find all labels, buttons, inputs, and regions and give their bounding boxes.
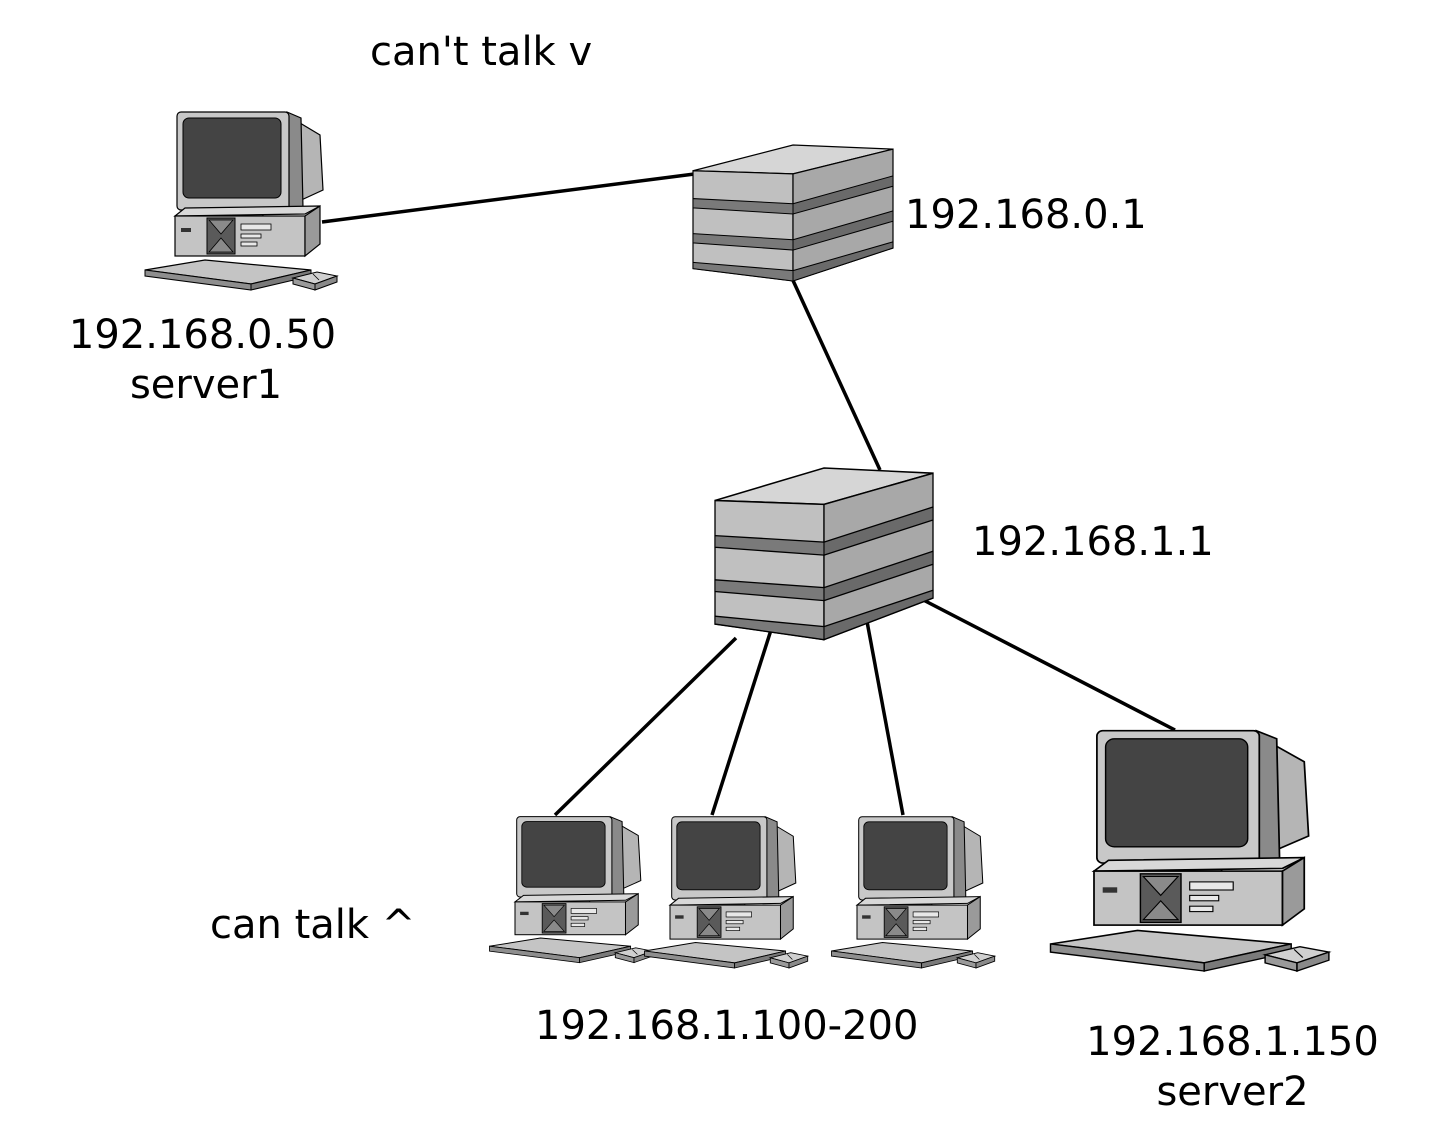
router-top-ip: 192.168.0.1 bbox=[905, 192, 1147, 238]
router-mid-ip: 192.168.1.1 bbox=[972, 519, 1214, 565]
server1-name: server1 bbox=[129, 362, 283, 408]
link-router-mid-client-3 bbox=[864, 615, 905, 816]
can-talk-annotation: can talk ^ bbox=[210, 902, 416, 948]
cant-talk-annotation: can't talk v bbox=[370, 29, 593, 75]
network-links bbox=[321, 170, 1176, 817]
server2-name: server2 bbox=[1156, 1069, 1309, 1115]
link-router-mid-client-1 bbox=[553, 636, 738, 817]
server2-ip: 192.168.1.150 bbox=[1086, 1019, 1379, 1065]
link-server1-router-top bbox=[321, 170, 711, 224]
desktop-computer-icon bbox=[830, 816, 996, 969]
link-router-top-router-mid bbox=[783, 262, 882, 471]
link-router-mid-client-2 bbox=[710, 629, 773, 816]
desktop-computer-icon bbox=[488, 816, 654, 964]
router-icon bbox=[692, 144, 894, 282]
desktop-computer-icon bbox=[643, 816, 809, 969]
router-icon bbox=[714, 467, 934, 641]
server1-ip: 192.168.0.50 bbox=[68, 312, 337, 358]
desktop-computer-icon bbox=[144, 111, 338, 291]
clients-ip-range: 192.168.1.100-200 bbox=[535, 1003, 919, 1049]
link-router-mid-server2 bbox=[903, 588, 1176, 732]
desktop-computer-icon bbox=[1049, 729, 1330, 972]
